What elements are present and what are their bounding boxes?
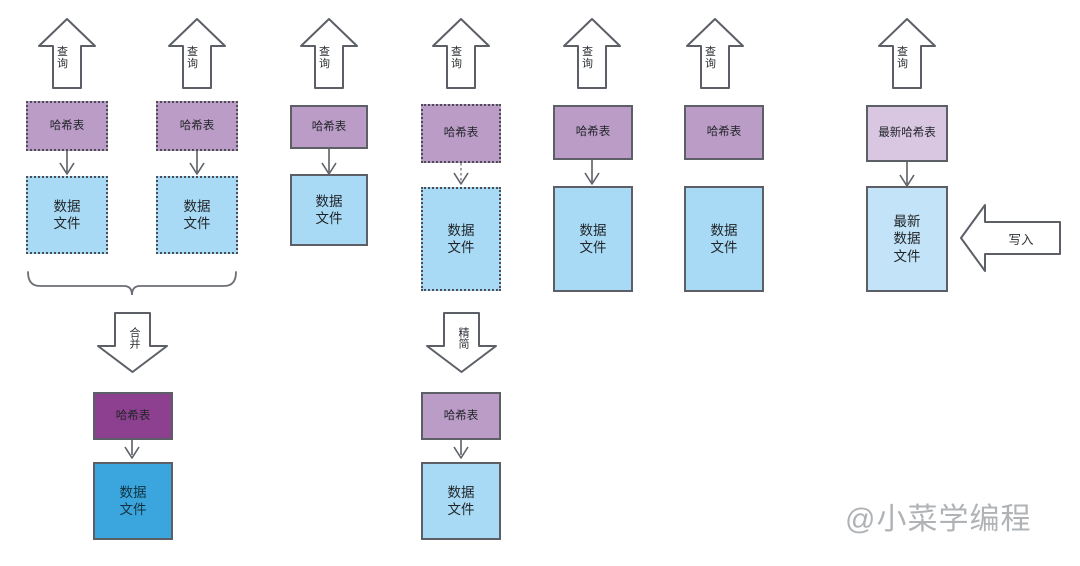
hash-table-box-col-6[interactable]: 哈希表 — [684, 105, 764, 160]
data-file-box-col-6[interactable]: 数据 文件 — [684, 186, 764, 292]
query-arrow-label-1: 查询 — [57, 36, 77, 82]
query-label-text: 查询 — [451, 46, 462, 70]
query-label-text: 查询 — [187, 46, 198, 70]
merge-brace — [27, 271, 237, 296]
data-file-box-col-5[interactable]: 数据 文件 — [553, 186, 633, 292]
merge-label-text: 合并 — [127, 327, 140, 349]
watermark: @小菜学编程 — [845, 503, 1032, 536]
data-file-box-col-4[interactable]: 数据 文件 — [421, 187, 501, 291]
query-label-text: 查询 — [57, 46, 68, 70]
hash-table-box-col-2[interactable]: 哈希表 — [156, 101, 238, 151]
write-label-text: 写入 — [1008, 232, 1034, 247]
data-file-box-col-2[interactable]: 数据 文件 — [156, 176, 238, 254]
merge-arrow-label: 合并 — [123, 322, 143, 354]
hash-table-box-col-5[interactable]: 哈希表 — [553, 105, 633, 160]
latest-data-file-box-col-7[interactable]: 最新 数据 文件 — [866, 186, 948, 292]
hash-table-box-col-3[interactable]: 哈希表 — [290, 105, 368, 149]
hash-table-box-col-1[interactable]: 哈希表 — [26, 101, 108, 151]
query-arrow-label-2: 查询 — [187, 36, 207, 82]
compact-result-data-file-box[interactable]: 数据 文件 — [421, 462, 501, 540]
query-arrow-label-6: 查询 — [705, 36, 725, 82]
query-arrow-label-5: 查询 — [582, 36, 602, 82]
query-arrow-label-4: 查询 — [451, 36, 471, 82]
data-file-box-col-3[interactable]: 数据 文件 — [290, 174, 368, 246]
query-label-text: 查询 — [897, 46, 908, 70]
compact-arrow-label: 精简 — [452, 322, 472, 354]
merge-result-data-file-box[interactable]: 数据 文件 — [93, 462, 173, 540]
query-arrow-label-7: 查询 — [897, 36, 917, 82]
query-arrow-label-3: 查询 — [319, 36, 339, 82]
compact-result-hash-table-box[interactable]: 哈希表 — [421, 392, 501, 440]
write-arrow-label: 写入 — [993, 225, 1049, 251]
latest-hash-table-box-col-7[interactable]: 最新哈希表 — [866, 105, 948, 162]
merge-result-hash-table-box[interactable]: 哈希表 — [93, 392, 173, 440]
query-label-text: 查询 — [705, 46, 716, 70]
hash-table-box-col-4[interactable]: 哈希表 — [421, 104, 501, 163]
query-label-text: 查询 — [582, 46, 593, 70]
compact-label-text: 精简 — [456, 327, 469, 349]
data-file-box-col-1[interactable]: 数据 文件 — [26, 176, 108, 254]
query-label-text: 查询 — [319, 46, 330, 70]
